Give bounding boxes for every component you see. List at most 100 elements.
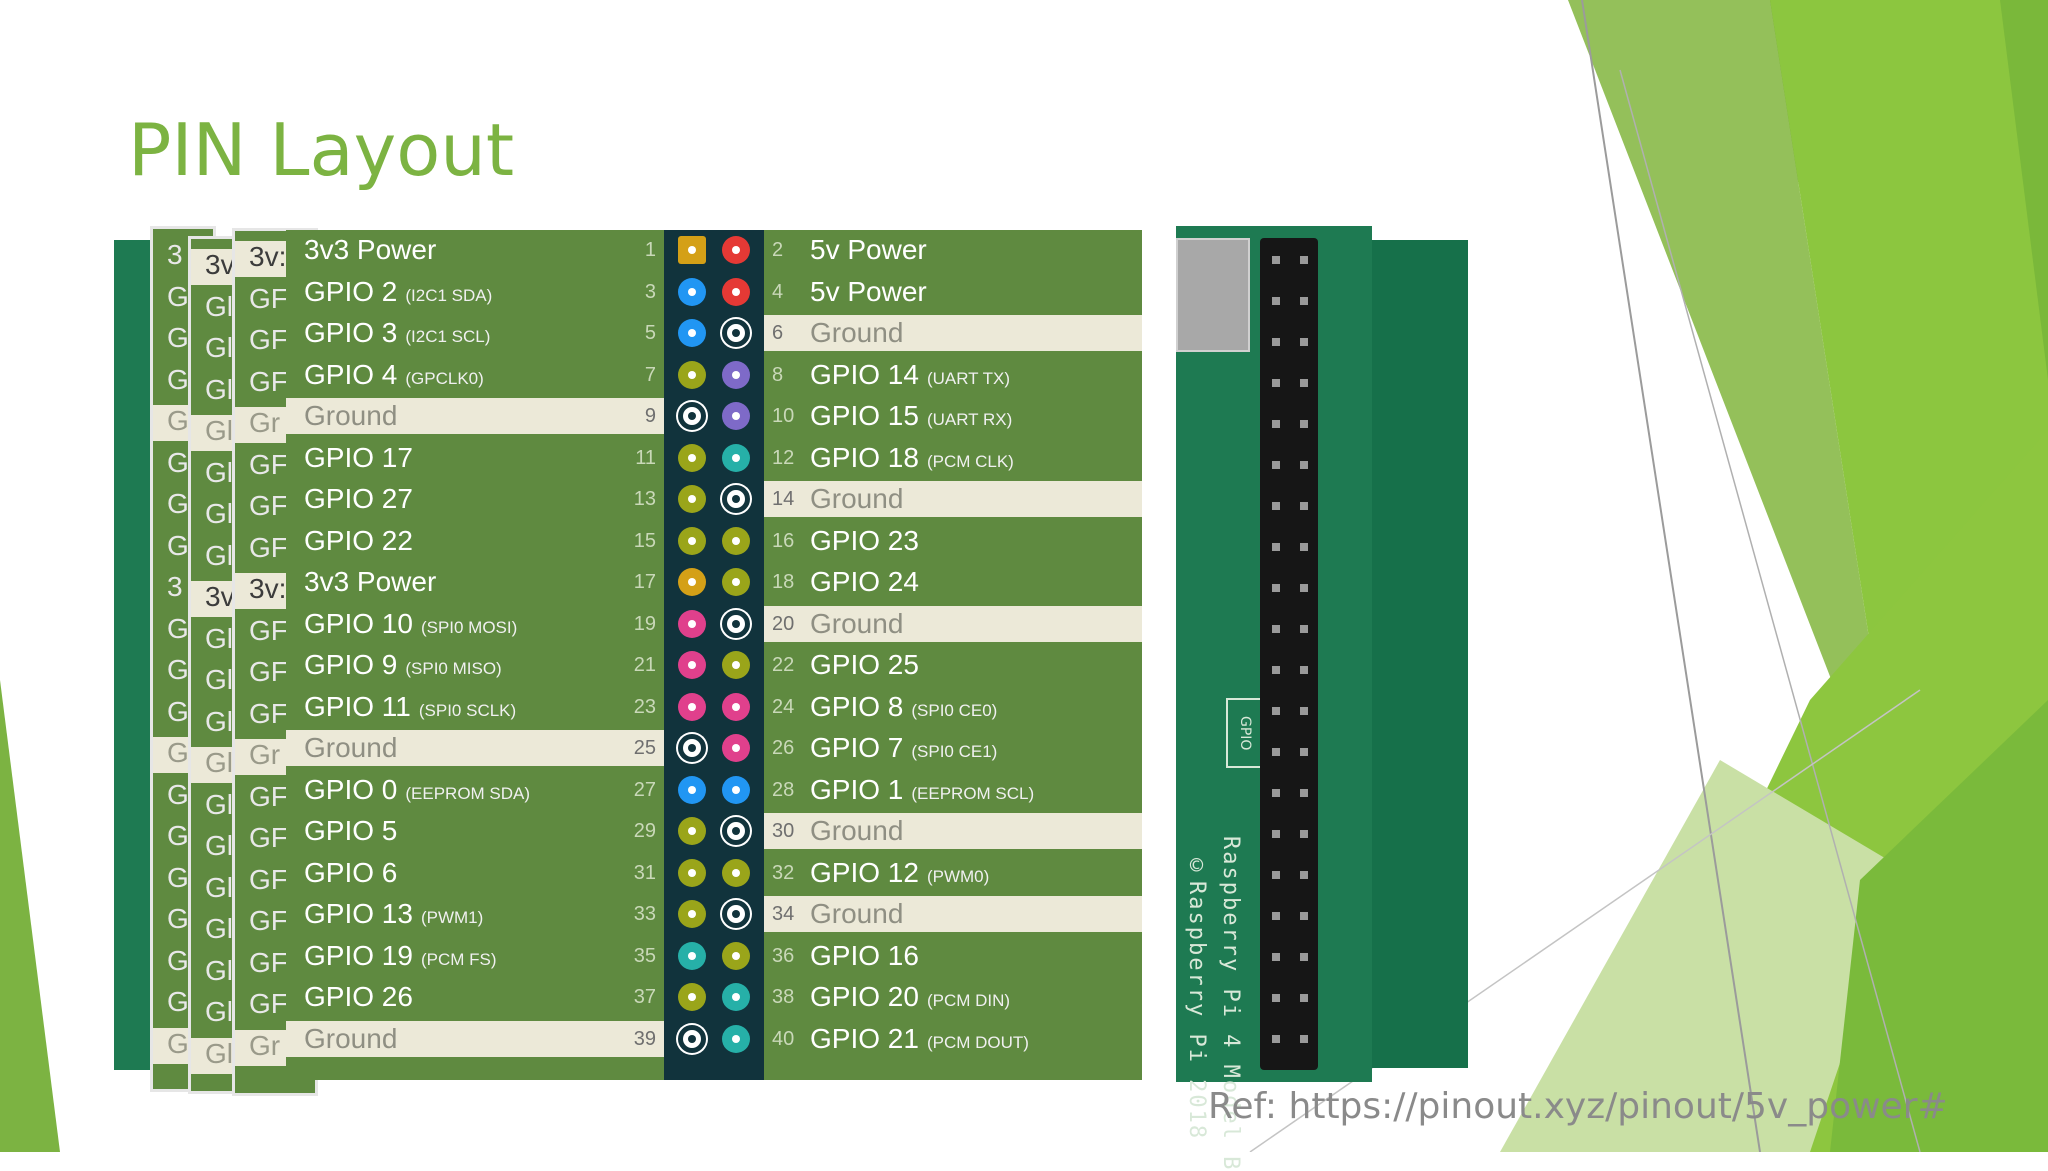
pin-19-dot[interactable] <box>678 609 706 638</box>
ghost-row-label: GF <box>249 365 288 397</box>
pin-32-dot[interactable] <box>722 858 750 887</box>
pin-8-dot[interactable] <box>722 360 750 389</box>
pin-3-dot[interactable] <box>678 277 706 306</box>
pin-number: 14 <box>772 488 795 510</box>
pin-function-note: (I2C1 SDA) <box>405 285 493 305</box>
pin-14-dot[interactable] <box>722 485 750 513</box>
pin-15-dot[interactable] <box>678 526 706 555</box>
pin-38-dot[interactable] <box>722 983 750 1011</box>
pin-1-dot[interactable] <box>678 236 706 264</box>
board-copyright-text: ©Raspberry Pi 2018 <box>1184 854 1209 1141</box>
pin-24-dot[interactable] <box>722 692 750 721</box>
board-model-text: Raspberry Pi 4 Model B <box>1218 836 1243 1171</box>
header-pin <box>1272 297 1280 305</box>
pin-6-dot[interactable] <box>722 319 750 347</box>
pin-35-dot[interactable] <box>678 941 706 970</box>
header-pin <box>1272 461 1280 469</box>
pin-10-dot[interactable] <box>722 402 750 430</box>
pin-27-dot[interactable] <box>678 775 706 804</box>
pin-11-dot[interactable] <box>678 443 706 472</box>
pin-37-dot[interactable] <box>678 983 706 1011</box>
header-pin <box>1300 994 1308 1002</box>
pin-name: GPIO 10(SPI0 MOSI) <box>304 607 518 639</box>
pin-31-dot[interactable] <box>678 858 706 887</box>
pin-22-dot[interactable] <box>722 651 750 679</box>
pin-2-dot[interactable] <box>722 236 750 264</box>
pin-34-dot[interactable] <box>722 900 750 928</box>
pin-5-dot[interactable] <box>678 319 706 347</box>
pin-33-dot[interactable] <box>678 900 706 928</box>
pin-21-dot[interactable] <box>678 651 706 679</box>
pin-name: GPIO 9(SPI0 MISO) <box>304 649 502 680</box>
pin-name: GPIO 24 <box>810 566 919 597</box>
pin-30-dot[interactable] <box>722 817 750 845</box>
header-pin <box>1272 625 1280 633</box>
pin-39-dot[interactable] <box>678 1024 706 1053</box>
pin-13-dot[interactable] <box>678 485 706 513</box>
pin-name: 3v3 Power <box>304 566 437 597</box>
pin-name: GPIO 21(PCM DOUT) <box>810 1022 1029 1054</box>
pin-36-dot[interactable] <box>722 941 750 970</box>
pin-26-dot[interactable] <box>722 734 750 762</box>
ghost-row-label: Gl <box>205 705 233 737</box>
pin-7-dot[interactable] <box>678 360 706 389</box>
pin-29-dot[interactable] <box>678 817 706 845</box>
pin-function-note: (GPCLK0) <box>405 368 484 388</box>
pin-20-dot[interactable] <box>722 609 750 638</box>
pin-18-dot[interactable] <box>722 568 750 596</box>
pin-40-dot[interactable] <box>722 1024 750 1053</box>
pin-17-dot[interactable] <box>678 568 706 596</box>
pin-16-dot[interactable] <box>722 526 750 555</box>
pin-25-dot[interactable] <box>678 734 706 762</box>
reference-link[interactable]: Ref: https://pinout.xyz/pinout/5v_power# <box>1208 1086 1948 1127</box>
pin-function-note: (SPI0 CE1) <box>911 742 998 761</box>
pin-23-dot[interactable] <box>678 692 706 721</box>
pin-28-dot[interactable] <box>722 775 750 804</box>
pin-12-dot[interactable] <box>722 443 750 472</box>
pin-9-dot[interactable] <box>678 402 706 430</box>
pin-4-dot[interactable] <box>722 277 750 306</box>
pin-number: 1 <box>644 239 656 261</box>
header-pin <box>1300 912 1308 920</box>
